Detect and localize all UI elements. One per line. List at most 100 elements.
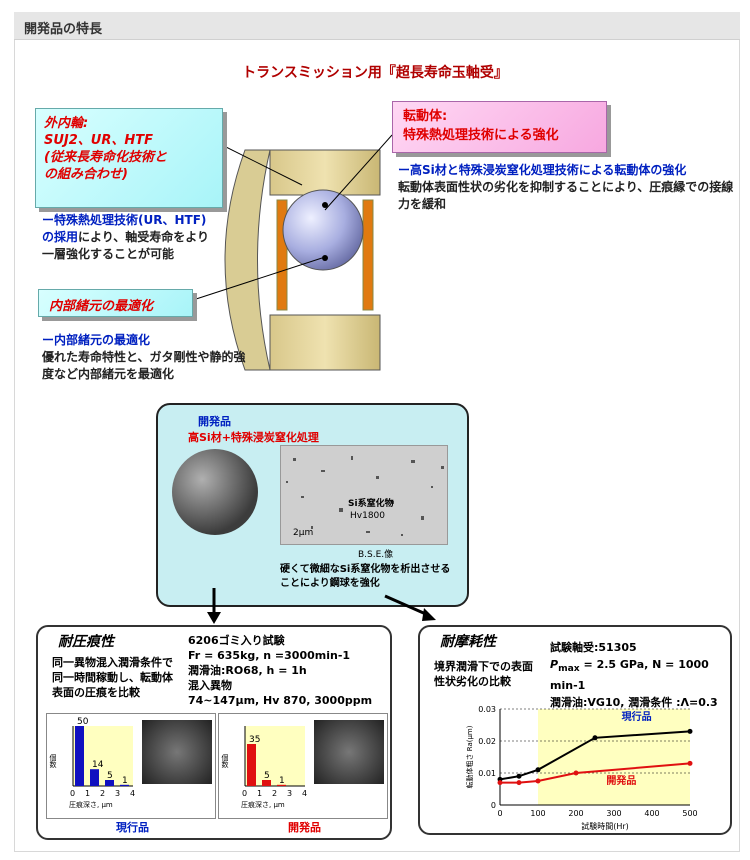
section-header: 開発品の特長	[14, 12, 740, 40]
x-tick-label: 2	[272, 789, 277, 798]
x-tick-label: 0	[497, 809, 502, 818]
desc-line: 表面の圧痕を比較	[52, 686, 140, 699]
outer-ring-description: ー特殊熱処理技術(UR、HTF)の採用により、軸受寿命をより一層強化することが可…	[42, 212, 212, 263]
histogram-bar	[90, 769, 99, 786]
series-legend-label: 開発品	[606, 774, 636, 787]
bar-value-label: 1	[279, 776, 285, 786]
section-header-title: 開発品の特長	[24, 22, 103, 37]
pmax-symbol: P	[550, 658, 559, 671]
arrow-down-icon	[207, 612, 221, 624]
data-point	[592, 735, 598, 741]
test-line: 潤滑油:RO68, h = 1h	[188, 664, 307, 677]
rolling-element-description: ー高Si材と特殊浸炭窒化処理技術による転動体の強化 転動体表面性状の劣化を抑制す…	[398, 162, 738, 213]
y-axis-label: 転動体粗さ Ra(μm)	[465, 725, 474, 788]
developed-product-label: 開発品	[288, 821, 321, 834]
description-text: により、軸受寿命をより一層強化することが可能	[42, 230, 210, 261]
micrograph-texture	[286, 456, 444, 536]
x-axis-label: 圧痕深さ, μm	[241, 800, 285, 809]
arrows	[207, 588, 436, 624]
callout-line: (従来長寿命化技術と	[44, 150, 167, 165]
histogram-bar	[262, 780, 271, 786]
content-frame	[14, 40, 740, 852]
developed-product-subtitle: 高Si材+特殊浸炭窒化処理	[188, 431, 319, 444]
x-tick-label: 2	[100, 789, 105, 798]
data-point	[516, 773, 522, 779]
test-conditions: 試験軸受:51305 Pmax = 2.5 GPa, N = 1000 min-…	[550, 639, 730, 711]
x-tick-label: 0	[242, 789, 247, 798]
data-point	[516, 780, 522, 786]
caption-line: ことにより鋼球を強化	[280, 578, 380, 589]
surface-photo	[314, 720, 384, 784]
x-tick-label: 4	[302, 789, 307, 798]
histogram-bar	[247, 744, 256, 786]
bse-label: B.S.E.像	[358, 550, 394, 560]
scale-label: 2μm	[293, 528, 314, 538]
series-legend-label: 現行品	[622, 710, 652, 723]
steel-ball-image	[172, 449, 258, 535]
y-axis-label: 個数	[49, 753, 57, 769]
data-point	[535, 767, 541, 773]
data-point	[573, 770, 579, 776]
x-tick-label: 1	[85, 789, 90, 798]
test-line: 74~147μm, Hv 870, 3000ppm	[188, 694, 373, 707]
callout-outer-inner-ring: 外内輪: SUJ2、UR、HTF (従来長寿命化技術と の組み合わせ)	[35, 108, 223, 208]
pmax-subscript: max	[558, 663, 580, 675]
bar-value-label: 5	[107, 771, 113, 781]
x-tick-label: 100	[530, 809, 545, 818]
callout-line: 外内輪:	[44, 116, 89, 131]
callout-line: の組み合わせ)	[44, 167, 128, 182]
main-title: トランスミッション用『超長寿命玉軸受』	[242, 65, 508, 81]
callout-leader-lines	[192, 134, 393, 301]
card-title: 耐圧痕性	[58, 634, 114, 650]
developed-product-box: 開発品 高Si材+特殊浸炭窒化処理 Si系窒化物 Hv1800 2μm B.S.…	[156, 403, 469, 607]
desc-line: 同一異物混入潤滑条件で	[52, 656, 173, 669]
wear-resistance-card: 耐摩耗性 境界潤滑下での表面 性状劣化の比較 試験軸受:51305 Pmax =…	[418, 625, 732, 835]
current-product-label: 現行品	[116, 821, 149, 834]
data-point	[497, 780, 503, 786]
x-tick-label: 200	[568, 809, 583, 818]
histogram-bar	[75, 726, 84, 786]
x-tick-label: 0	[70, 789, 75, 798]
test-line: Fr = 635kg, n =3000min-1	[188, 649, 351, 662]
x-tick-label: 3	[287, 789, 292, 798]
internal-design-description: ー内部緒元の最適化 優れた寿命特性と、ガタ剛性や静的強度など内部緒元を最適化	[42, 332, 252, 383]
micrograph-image	[280, 445, 448, 545]
desc-line: 境界潤滑下での表面	[434, 660, 533, 673]
pmax-rest: = 2.5 GPa, N = 1000 min-1	[550, 658, 709, 693]
data-point	[687, 760, 693, 766]
description-highlight: ー内部緒元の最適化	[42, 333, 151, 347]
data-point	[535, 778, 541, 784]
bar-value-label: 50	[77, 717, 89, 727]
description-highlight: ー高Si材と特殊浸炭窒化処理技術による転動体の強化	[398, 163, 687, 177]
developed-product-title: 開発品	[198, 415, 231, 428]
plot-highlight	[538, 709, 690, 805]
description-text: 転動体表面性状の劣化を抑制することにより、圧痕縁での接線力を緩和	[398, 180, 734, 211]
y-tick-label: 0.01	[478, 769, 496, 778]
test-line: 混入異物	[188, 679, 232, 692]
x-tick-label: 300	[606, 809, 621, 818]
callout-line: SUJ2、UR、HTF	[44, 133, 153, 148]
arrow-right-icon	[422, 608, 436, 621]
card-description: 境界潤滑下での表面 性状劣化の比較	[434, 659, 533, 689]
desc-line: 同一時間稼動し、転動体	[52, 671, 173, 684]
test-line: 試験軸受:51305	[550, 641, 637, 654]
bar-value-label: 5	[264, 771, 270, 781]
test-conditions: 6206ゴミ入り試験 Fr = 635kg, n =3000min-1 潤滑油:…	[188, 633, 372, 708]
lower-caption: 硬くて微細なSi系窒化物を析出させる ことにより鋼球を強化	[280, 563, 450, 591]
test-line: Pmax = 2.5 GPa, N = 1000 min-1	[550, 656, 730, 694]
description-highlight: ー特殊熱処理技術(UR、HTF)の採用	[42, 213, 207, 244]
callout-rolling-element: 転動体: 特殊熱処理技術による強化	[392, 101, 607, 153]
x-tick-label: 400	[644, 809, 659, 818]
callout-line: 転動体:	[403, 109, 448, 124]
nitride-label: Si系窒化物	[348, 499, 394, 509]
x-axis-label: 圧痕深さ, μm	[69, 800, 113, 809]
test-line: 潤滑油:VG10, 潤滑条件 :Λ=0.3	[550, 696, 718, 710]
x-tick-label: 1	[257, 789, 262, 798]
y-tick-label: 0.03	[478, 705, 496, 714]
card-title: 耐摩耗性	[440, 634, 496, 650]
description-text: 優れた寿命特性と、ガタ剛性や静的強度など内部緒元を最適化	[42, 350, 246, 381]
x-axis-label: 試験時間(Hr)	[581, 821, 629, 831]
